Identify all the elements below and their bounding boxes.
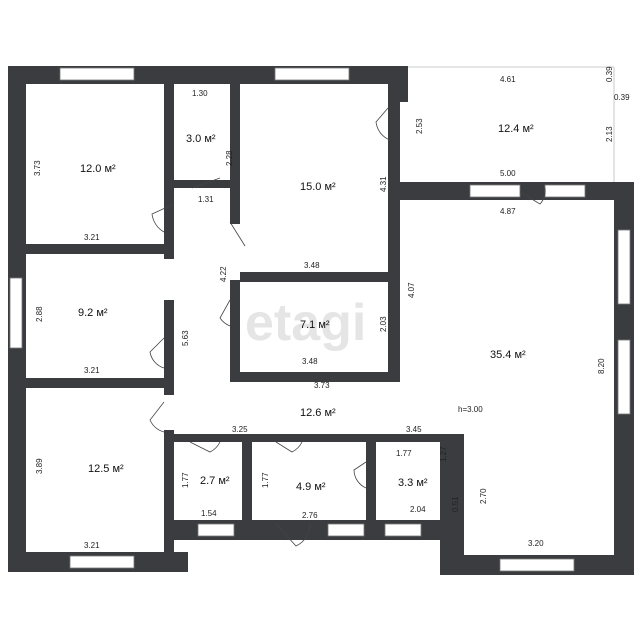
wall-v-bath1-right [242,434,252,524]
window-bottom-left [69,555,135,569]
room-area-hallway: 12.6 м² [300,407,336,419]
dim-bath3-top: 1.77 [396,449,412,458]
door-bedroom-top-left [151,203,175,233]
dim-hall-top: 3.73 [314,381,330,390]
dim-hall-left: 5.63 [181,330,190,346]
wall-h-bedroom15-bottom [240,272,390,282]
dim-hall-bottom-right: 3.45 [406,425,422,434]
dim-hall-bottom-left: 3.25 [232,425,248,434]
room-area-bedroom-bottom-left: 12.5 м² [88,463,124,475]
dim-bath2-height: 1.77 [261,472,270,488]
dim-living-bottom: 3.20 [528,539,544,548]
dim-hall-corridor: 4.22 [219,266,228,282]
dim-terrace-bottom: 5.00 [500,169,516,178]
room-area-left-middle: 9.2 м² [78,307,108,319]
wall-v-center-room [230,280,240,380]
dim-terrace-left: 2.53 [415,118,424,134]
doors [149,107,546,547]
door-bedroom15 [229,221,246,247]
wall-v-left-rooms-3 [164,430,174,552]
wall-v-bath2-right [366,434,376,524]
dim-living-left: 4.07 [407,282,416,298]
room-area-bathroom-3: 3.3 м² [398,477,428,489]
dim-bath3-side: 1.27 [439,446,448,462]
dim-closet-bottom: 1.31 [198,195,214,204]
dim-storage-width: 3.48 [302,357,318,366]
door-room-left-middle [149,337,165,369]
wall-terrace-left [388,66,408,102]
dim-closet-top: 1.30 [192,89,208,98]
wall-v-left-rooms-2 [164,300,174,395]
dim-living-step: 2.70 [479,488,488,504]
door-center-room [219,299,231,327]
room-area-closet: 3.0 м² [186,133,216,145]
door-bath1 [189,441,221,453]
door-bedroom-bottom-left [149,401,165,433]
dim-bath3-width: 2.04 [410,505,426,514]
dim-bedroom-bottom-left-width: 3.21 [84,541,100,550]
wall-h-left-1 [26,244,174,254]
windows [9,67,631,572]
window-bath3 [384,523,422,537]
dim-left-middle-width: 3.21 [84,366,100,375]
dim-terrace-corner-a: 0.39 [605,66,614,82]
window-bath1 [197,523,235,537]
wall-h-left-2 [26,378,174,388]
dim-bedroom-top-middle-width: 3.48 [304,261,320,270]
door-terrace [375,107,391,141]
window-bath2 [327,523,365,537]
room-area-bedroom-top-middle: 15.0 м² [300,181,336,193]
wall-v-bedroom15-right [388,102,400,382]
window-bottom-right [499,558,575,572]
dim-terrace-door: 4.87 [500,207,516,216]
room-area-bathroom-2: 4.9 м² [296,481,326,493]
door-bath2 [275,441,303,453]
dim-bedroom-top-left-height: 3.73 [33,160,42,176]
window-top-middle [274,67,350,81]
wall-h-center-bottom [230,372,400,382]
dim-living-right: 8.20 [597,358,606,374]
dim-bath3-small: 0.51 [451,496,460,512]
dim-bedroom-top-middle-height: 4.31 [379,176,388,192]
dim-left-middle-height: 2.88 [35,306,44,322]
dim-storage-height: 2.03 [379,316,388,332]
dim-terrace-corner-b: 0.39 [614,93,630,102]
window-right-1 [617,229,631,305]
window-left [9,277,23,349]
wall-h-closet [174,180,240,188]
dim-bedroom-top-left-width: 3.21 [84,233,100,242]
terrace-outline [408,66,615,182]
wall-bottom-middle [170,520,440,540]
wall-v-left-rooms [164,84,174,259]
living-room-height: h=3.00 [458,405,483,414]
wall-step-vertical [440,434,464,575]
dim-bedroom-bottom-left-height: 3.89 [35,458,44,474]
dim-terrace-right: 2.13 [605,126,614,142]
door-living-terrace [519,187,546,205]
door-entrance [275,523,311,547]
dim-bath1-height: 1.77 [181,472,190,488]
door-bath3 [353,461,367,489]
room-area-living-room: 35.4 м² [490,349,526,361]
wall-v-closet [230,84,240,184]
room-area-bedroom-top-left: 12.0 м² [80,163,116,175]
room-area-terrace: 12.4 м² [498,123,534,135]
dim-bath2-width: 2.76 [302,511,318,520]
inner-walls [26,84,464,552]
wall-h-bathrooms-top [174,434,464,442]
wall-v-closet-lower [230,184,240,224]
room-area-bathroom-1: 2.7 м² [200,475,230,487]
dim-closet-side: 2.28 [225,150,234,166]
window-terrace-1 [469,184,521,198]
door-closet [191,177,221,189]
window-terrace-2 [544,184,586,198]
watermark: etagi [245,294,366,352]
dim-terrace-top: 4.61 [500,75,516,84]
window-right-2 [617,339,631,415]
dim-bath1-width: 1.54 [201,509,217,518]
room-area-storage-center: 7.1 м² [300,319,330,331]
window-top-left [59,67,135,81]
